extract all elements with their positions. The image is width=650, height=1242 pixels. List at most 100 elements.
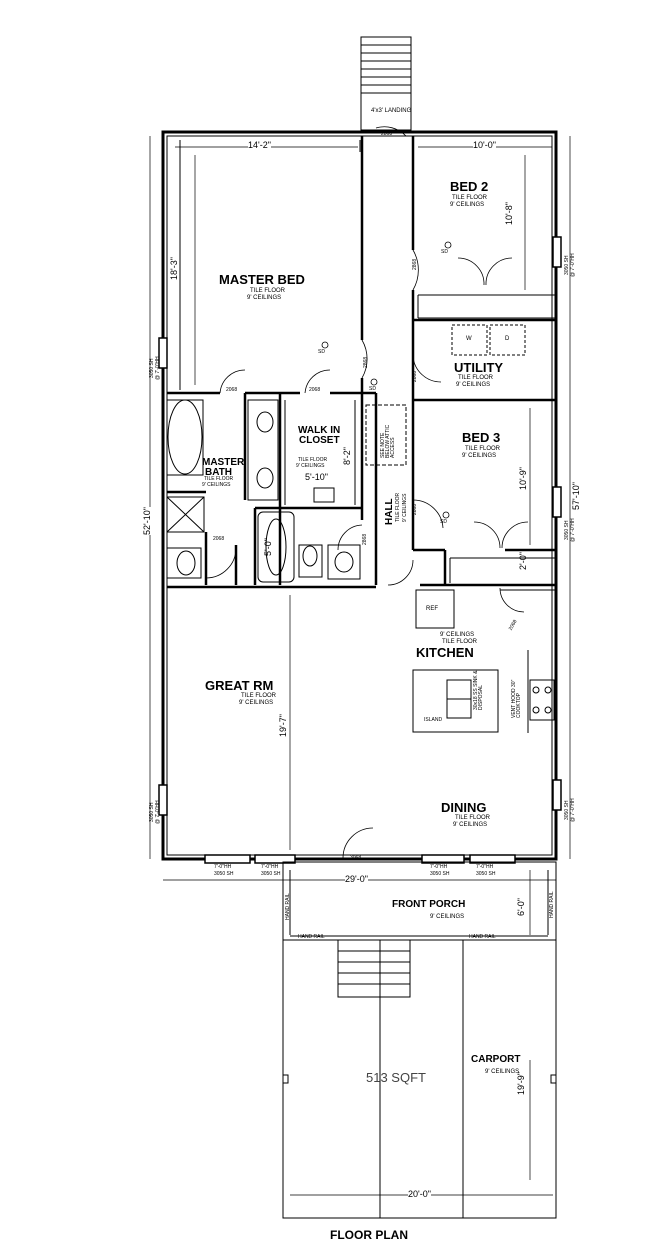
window-tag-front1-hh: 7'-0"HH bbox=[214, 864, 232, 870]
bed3-ceiling: 9' CEILINGS bbox=[462, 453, 497, 459]
kitchen-name: KITCHEN bbox=[416, 645, 474, 660]
walk-in-ceiling: 9' CEILINGS bbox=[296, 463, 325, 469]
door-tag-utility: 2868 bbox=[412, 370, 418, 382]
dim-offset: 2'-0" bbox=[518, 552, 528, 570]
dim-carport-width: 20'-0" bbox=[408, 1189, 431, 1199]
hall-ceiling: 9' CEILINGS bbox=[402, 493, 408, 522]
windows bbox=[158, 236, 562, 864]
great-rm-ceiling: 9' CEILINGS bbox=[239, 700, 274, 706]
door-tag-bed3: 2868 bbox=[412, 503, 418, 515]
door-tag-bed2: 2868 bbox=[412, 258, 418, 270]
dim-right-depth: 57'-10" bbox=[571, 482, 581, 510]
exterior-walls bbox=[161, 130, 558, 861]
door-tag-master: 2868 bbox=[363, 356, 369, 368]
dim-porch-depth: 6'-0" bbox=[516, 898, 526, 916]
door-tag-closet: 2068 bbox=[309, 387, 321, 393]
dining-ceiling: 9' CEILINGS bbox=[453, 822, 488, 828]
utility-ceiling: 9' CEILINGS bbox=[456, 382, 491, 388]
landing-label: 4'x3' LANDING bbox=[371, 108, 412, 114]
door-tag-front: 3068 bbox=[350, 855, 362, 861]
walk-in-floor: TILE FLOOR bbox=[298, 457, 328, 463]
closet-shelves bbox=[179, 140, 556, 583]
window-tag-master-hh: @ 7'-0"HH bbox=[155, 356, 161, 380]
attic-access bbox=[365, 404, 407, 466]
bed2-name: BED 2 bbox=[450, 179, 489, 194]
door-tag-rear: 2868 bbox=[381, 131, 393, 137]
sd-label-bed2: SD bbox=[441, 249, 448, 255]
dryer-label: D bbox=[505, 336, 510, 342]
bed3-name: BED 3 bbox=[462, 430, 501, 445]
window-tag-front4-hh: 7'-0"HH bbox=[476, 864, 494, 870]
ref-label: REF bbox=[426, 606, 438, 612]
dim-master-width: 14'-2" bbox=[248, 140, 271, 150]
dining-floor: TILE FLOOR bbox=[455, 815, 491, 821]
sd-label-hall: SD bbox=[369, 386, 376, 392]
door-tag-bath2: 2868 bbox=[362, 533, 368, 545]
hall-floor: TILE FLOOR bbox=[395, 492, 401, 522]
bed3-floor: TILE FLOOR bbox=[465, 446, 501, 452]
window-tag-front1-sh: 3050 SH bbox=[214, 871, 234, 877]
window-tag-front2-sh: 3050 SH bbox=[261, 871, 281, 877]
hand-rail-left: HAND RAIL bbox=[285, 893, 291, 920]
hand-rail-right: HAND RAIL bbox=[549, 891, 555, 918]
bed2-floor: TILE FLOOR bbox=[452, 195, 488, 201]
dim-great-depth: 19'-7" bbox=[278, 714, 288, 737]
window-tag-dining-hh: @ 7'-0"HH bbox=[570, 798, 576, 822]
window-tag-front4-sh: 3050 SH bbox=[476, 871, 496, 877]
carport-outline bbox=[282, 940, 557, 1219]
hall-name: HALL bbox=[384, 498, 395, 525]
window-tag-great-hh: @ 7'-0"HH bbox=[155, 800, 161, 824]
interior-walls bbox=[167, 136, 556, 589]
walk-in-name2: CLOSET bbox=[299, 435, 340, 446]
master-bath-ceiling: 9' CEILINGS bbox=[202, 482, 231, 488]
front-porch bbox=[282, 861, 557, 941]
door-tag-bath: 2068 bbox=[226, 387, 238, 393]
window-tag-front3-sh: 3050 SH bbox=[430, 871, 450, 877]
hand-rail-bottom-right: HAND RAIL bbox=[469, 934, 496, 940]
vent-label: VENT HOOD 30" COOKTOP bbox=[511, 679, 522, 718]
sd-label-bed3: SD bbox=[440, 519, 447, 525]
dim-house-depth: 52'-10" bbox=[142, 507, 152, 535]
kitchen-floor: TILE FLOOR bbox=[442, 639, 478, 645]
dim-bed2-width: 10'-0" bbox=[473, 140, 496, 150]
walk-in-name1: WALK IN bbox=[298, 425, 341, 436]
utility-floor: TILE FLOOR bbox=[458, 375, 494, 381]
attic-label: SEE NOTE BELOW ATTIC ACCESS bbox=[380, 424, 396, 458]
front-porch-name: FRONT PORCH bbox=[392, 899, 466, 910]
great-rm-name: GREAT RM bbox=[205, 678, 274, 693]
dim-closet-depth: 8'-2" bbox=[342, 447, 352, 465]
great-rm-floor: TILE FLOOR bbox=[241, 693, 277, 699]
washer-label: W bbox=[466, 336, 472, 342]
sd-label-master: SD bbox=[318, 349, 325, 355]
window-tag-front2-hh: 7'-0"HH bbox=[261, 864, 279, 870]
front-porch-ceiling: 9' CEILINGS bbox=[430, 914, 465, 920]
window-tag-front3-hh: 7'-0"HH bbox=[430, 864, 448, 870]
dim-bed2-depth: 10'-8" bbox=[504, 202, 514, 225]
smoke-detectors bbox=[321, 241, 452, 519]
bed2-ceiling: 9' CEILINGS bbox=[450, 202, 485, 208]
kitchen-ceiling: 9' CEILINGS bbox=[440, 632, 475, 638]
dim-bath-tub: 5'-0" bbox=[263, 538, 273, 556]
master-bath-name1: MASTER bbox=[202, 457, 245, 468]
door-tag-toilet: 2068 bbox=[213, 536, 225, 542]
kitchen-cabinets bbox=[412, 589, 557, 733]
porch-stairs bbox=[337, 939, 411, 998]
carport-area: 513 SQFT bbox=[366, 1070, 426, 1085]
window-tag-bed3-hh: @ 7'-0"HH bbox=[570, 518, 576, 542]
utility-appliances bbox=[451, 324, 526, 356]
dim-closet-width: 5'-10" bbox=[305, 472, 328, 482]
master-bath-floor: TILE FLOOR bbox=[204, 476, 234, 482]
master-bed-floor: TILE FLOOR bbox=[250, 288, 286, 294]
dim-house-width: 29'-0" bbox=[345, 874, 368, 884]
dim-master-depth: 18'-3" bbox=[169, 257, 179, 280]
dim-bed3-depth: 10'-9" bbox=[518, 467, 528, 490]
island-label: ISLAND bbox=[424, 717, 443, 723]
carport-name: CARPORT bbox=[471, 1054, 521, 1065]
carport-ceiling: 9' CEILINGS bbox=[485, 1069, 520, 1075]
utility-name: UTILITY bbox=[454, 360, 504, 375]
master-bath-name2: BATH bbox=[205, 467, 233, 478]
door-swings bbox=[205, 126, 529, 859]
hand-rail-bottom-left: HAND RAIL bbox=[298, 934, 325, 940]
bath-fixtures bbox=[166, 399, 361, 583]
